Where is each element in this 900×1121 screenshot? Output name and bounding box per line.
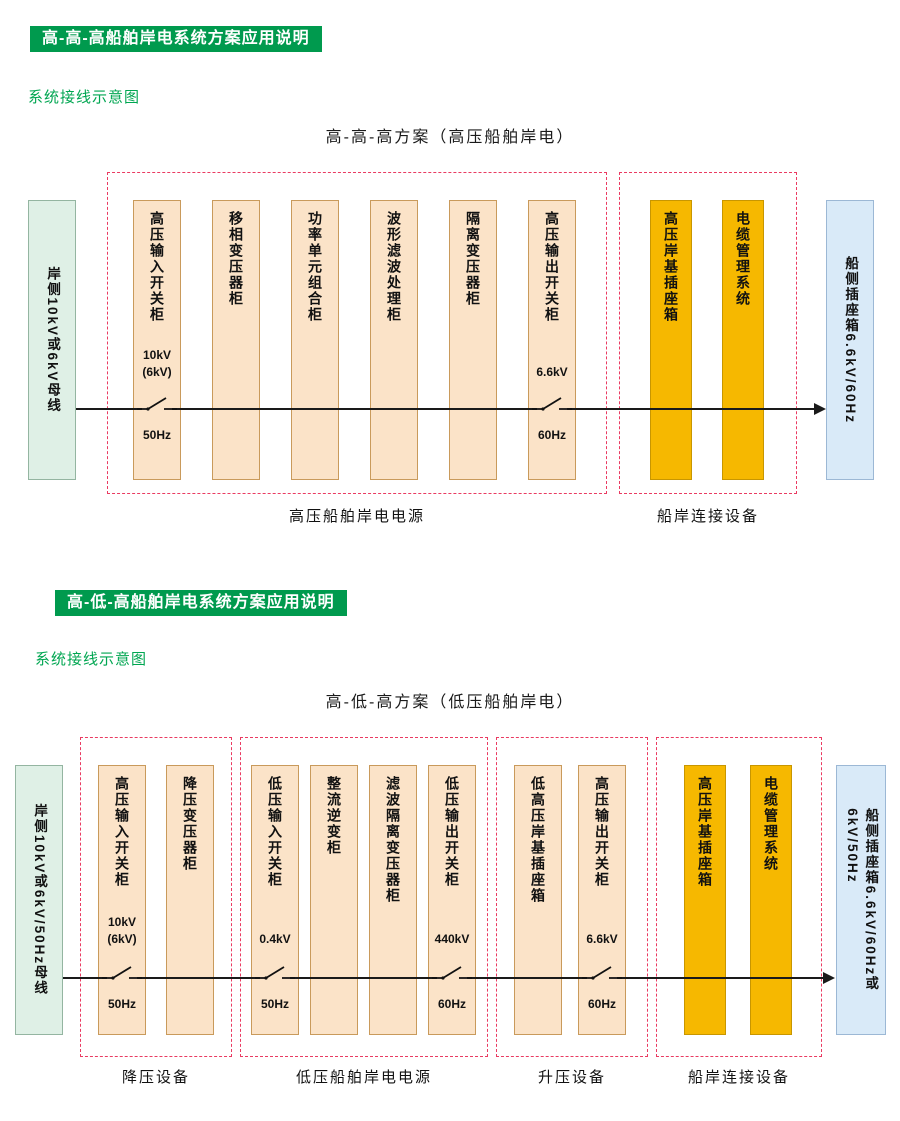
section2-arrowhead-icon (823, 972, 835, 984)
cabinet-label: 高压输出开关柜 (544, 211, 560, 323)
shore-bus-label: 岸侧10kV或6kV/50Hz母线 (30, 804, 48, 996)
cabinet-power-unit: 功率单元组合柜 (291, 200, 339, 480)
cabinet-phase-shift-transformer: 移相变压器柜 (212, 200, 260, 480)
switch-icon (137, 397, 177, 414)
ship-socket-label-text: 船侧插座箱6.6kV/60Hz或 (863, 808, 879, 992)
cabinet-lv-hv-shore-socket-box: 低高压岸基插座箱 (514, 765, 562, 1035)
cabinet-label: 电缆管理系统 (763, 776, 779, 872)
voltage-label: (6kV) (142, 365, 172, 379)
cabinet-label: 功率单元组合柜 (307, 211, 323, 323)
voltage-label: 6.6kV (536, 365, 568, 379)
cabinet-label: 隔离变压器柜 (465, 211, 481, 307)
cabinet-cable-management: 电缆管理系统 (722, 200, 764, 480)
frequency-label: 50Hz (107, 997, 136, 1011)
switch-icon (102, 966, 142, 983)
switch-icon (255, 966, 295, 983)
section2-connection-boundary (656, 737, 822, 1057)
section1-shore-bus-box: 岸侧10kV或6kV母线 (28, 200, 76, 480)
cabinet-isolation-transformer: 隔离变压器柜 (449, 200, 497, 480)
cabinet-lv-output-switchgear: 低压输出开关柜 (428, 765, 476, 1035)
cabinet-label: 高压输出开关柜 (594, 776, 610, 888)
cabinet-label: 整流逆变柜 (326, 776, 342, 856)
cabinet-label: 波形滤波处理柜 (386, 211, 402, 323)
switch-icon (432, 966, 472, 983)
cabinet-label: 高压岸基插座箱 (663, 211, 679, 323)
frequency-label: 60Hz (587, 997, 616, 1011)
shore-bus-label-text: 岸侧10kV或6kV母线 (45, 266, 61, 414)
voltage-label: 0.4kV (259, 932, 291, 946)
cabinet-wave-filter: 波形滤波处理柜 (370, 200, 418, 480)
voltage-label: 440kV (434, 932, 470, 946)
cabinet-filter-isolation-transformer: 滤波隔离变压器柜 (369, 765, 417, 1035)
cabinet-label: 移相变压器柜 (228, 211, 244, 307)
ship-socket-label: 船侧插座箱6.6kV/60Hz或 6kV/50Hz (843, 808, 879, 992)
frequency-label: 60Hz (537, 428, 566, 442)
section2-ship-socket-box: 船侧插座箱6.6kV/60Hz或 6kV/50Hz (836, 765, 886, 1035)
group-label-ship-shore-connection: 船岸连接设备 (687, 1069, 790, 1086)
ship-socket-label-text: 6kV/50Hz (845, 808, 860, 884)
cabinet-label: 高压岸基插座箱 (697, 776, 713, 888)
section1-ship-socket-box: 船侧插座箱6.6kV/60Hz (826, 200, 874, 480)
section2-schematic-subtitle: 系统接线示意图 (35, 651, 148, 668)
section1-power-group-boundary (107, 172, 607, 494)
cabinet-hv-input-switchgear: 高压输入开关柜 (98, 765, 146, 1035)
cabinet-hv-shore-socket-box: 高压岸基插座箱 (684, 765, 726, 1035)
cabinet-hv-output-switchgear: 高压输出开关柜 (528, 200, 576, 480)
cabinet-label: 电缆管理系统 (735, 211, 751, 307)
switch-icon (532, 397, 572, 414)
group-label-hv-shore-power: 高压船舶岸电电源 (288, 508, 425, 525)
group-label-ship-shore-connection: 船岸连接设备 (656, 508, 759, 525)
cabinet-rectifier-inverter: 整流逆变柜 (310, 765, 358, 1035)
cabinet-hv-shore-socket-box: 高压岸基插座箱 (650, 200, 692, 480)
cabinet-label: 高压输入开关柜 (114, 776, 130, 888)
section2-shore-bus-box: 岸侧10kV或6kV/50Hz母线 (15, 765, 63, 1035)
voltage-label: (6kV) (107, 932, 137, 946)
cabinet-label: 高压输入开关柜 (149, 211, 165, 323)
group-label-stepup: 升压设备 (537, 1069, 606, 1086)
section1-power-flow-line (76, 408, 816, 410)
group-label-lv-shore-power: 低压船舶岸电电源 (295, 1069, 432, 1086)
section2-diagram-title: 高-低-高方案（低压船舶岸电） (325, 694, 575, 711)
section2-lv-power-boundary (240, 737, 488, 1057)
section2-stepdown-boundary (80, 737, 232, 1057)
voltage-label: 10kV (142, 348, 172, 362)
section1-schematic-subtitle: 系统接线示意图 (28, 89, 141, 106)
frequency-label: 50Hz (142, 428, 171, 442)
cabinet-lv-input-switchgear: 低压输入开关柜 (251, 765, 299, 1035)
cabinet-label: 低高压岸基插座箱 (530, 776, 546, 904)
switch-icon (582, 966, 622, 983)
frequency-label: 50Hz (260, 997, 289, 1011)
shore-bus-label-text: 岸侧10kV或6kV/50Hz母线 (32, 803, 48, 997)
group-label-stepdown: 降压设备 (121, 1069, 190, 1086)
cabinet-hv-input-switchgear: 高压输入开关柜 (133, 200, 181, 480)
cabinet-label: 滤波隔离变压器柜 (385, 776, 401, 904)
cabinet-label: 低压输入开关柜 (267, 776, 283, 888)
cabinet-hv-output-switchgear: 高压输出开关柜 (578, 765, 626, 1035)
section1-header-badge: 高-高-高船舶岸电系统方案应用说明 (30, 26, 322, 52)
voltage-label: 10kV (107, 915, 137, 929)
cabinet-label: 降压变压器柜 (182, 776, 198, 872)
shore-bus-label: 岸侧10kV或6kV母线 (43, 266, 61, 413)
section2-stepup-boundary (496, 737, 648, 1057)
section1-diagram-title: 高-高-高方案（高压船舶岸电） (325, 129, 575, 146)
ship-socket-label: 船侧插座箱6.6kV/60Hz (841, 256, 859, 424)
cabinet-stepdown-transformer: 降压变压器柜 (166, 765, 214, 1035)
voltage-label: 6.6kV (586, 932, 618, 946)
section1-connection-group-boundary (619, 172, 797, 494)
cabinet-label: 低压输出开关柜 (444, 776, 460, 888)
section1-arrowhead-icon (814, 403, 826, 415)
frequency-label: 60Hz (437, 997, 466, 1011)
ship-socket-label-text: 船侧插座箱6.6kV/60Hz (843, 255, 859, 425)
cabinet-cable-management: 电缆管理系统 (750, 765, 792, 1035)
section2-header-badge: 高-低-高船舶岸电系统方案应用说明 (55, 590, 347, 616)
